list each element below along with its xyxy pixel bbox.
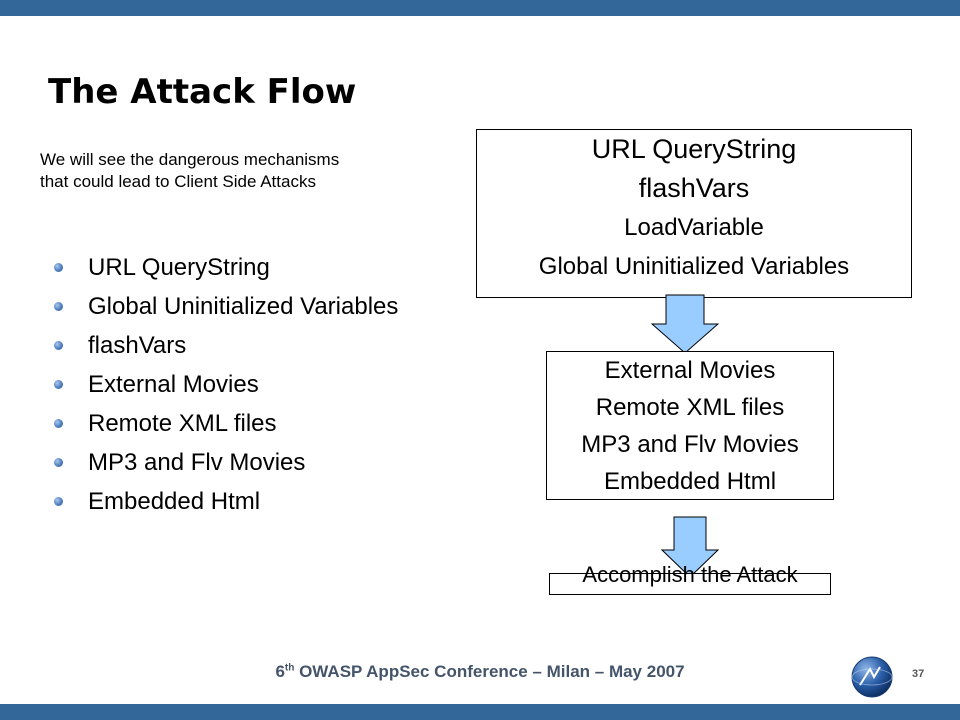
bullet-list: URL QueryString Global Uninitialized Var… [50, 248, 398, 521]
flow-box-vectors: External Movies Remote XML files MP3 and… [546, 351, 834, 500]
top-banner-bar [0, 0, 960, 16]
flow-box-line: URL QueryString [591, 134, 797, 164]
bullet-dot-icon [54, 419, 63, 428]
bottom-banner-bar [0, 704, 960, 720]
bullet-dot-icon [54, 341, 63, 350]
bullet-dot-icon [54, 380, 63, 389]
flow-box-line: External Movies [604, 357, 776, 384]
bullet-dot-icon [54, 458, 63, 467]
down-arrow-icon [651, 294, 719, 354]
intro-line: that could lead to Client Side Attacks [40, 172, 316, 191]
bullet-item: Global Uninitialized Variables [50, 287, 398, 326]
flow-box-sources: URL QueryString flashVars LoadVariable G… [476, 129, 912, 298]
flow-result-label: Accomplish the Attack [582, 562, 798, 587]
bullet-dot-icon [54, 263, 63, 272]
intro-line: We will see the dangerous mechanisms [40, 150, 340, 169]
down-arrow-icon [661, 516, 719, 578]
flow-box-line: MP3 and Flv Movies [581, 431, 799, 458]
flow-box-line: LoadVariable [624, 214, 764, 241]
bullet-item: Embedded Html [50, 482, 398, 521]
flow-box-line: flashVars [638, 173, 750, 203]
bullet-item: Remote XML files [50, 404, 398, 443]
owasp-globe-icon [851, 656, 893, 698]
flow-box-line: Embedded Html [603, 468, 777, 495]
bullet-dot-icon [54, 497, 63, 506]
bullet-item: MP3 and Flv Movies [50, 443, 398, 482]
bullet-item: External Movies [50, 365, 398, 404]
flow-box-line: Remote XML files [595, 394, 785, 421]
intro-text: We will see the dangerous mechanisms tha… [40, 149, 480, 193]
bullet-dot-icon [54, 302, 63, 311]
slide-title: The Attack Flow [48, 72, 357, 112]
bullet-item: URL QueryString [50, 248, 398, 287]
flow-box-line: Global Uninitialized Variables [538, 253, 850, 280]
footer-conference: 6th OWASP AppSec Conference – Milan – Ma… [275, 662, 685, 681]
flow-box-result: Accomplish the Attack [549, 564, 831, 595]
page-number: 37 [912, 668, 925, 680]
bullet-item: flashVars [50, 326, 398, 365]
